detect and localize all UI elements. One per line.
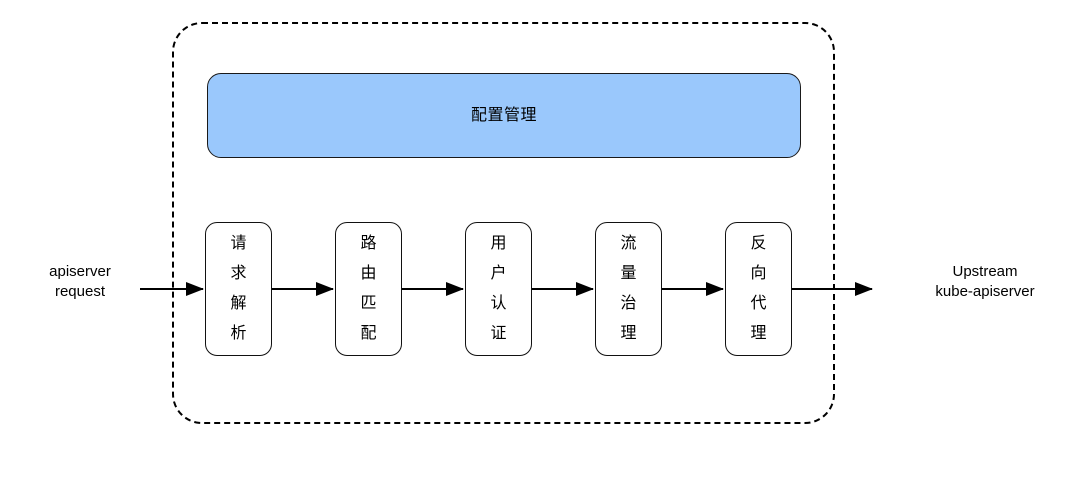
stage-box-traffic-governance: 流量治理 xyxy=(595,222,662,356)
output-label-line2: kube-apiserver xyxy=(935,283,1035,300)
stage-label-route-match: 路由匹配 xyxy=(360,235,377,342)
stage-box-reverse-proxy: 反向代理 xyxy=(725,222,792,356)
stage-box-request-parse: 请求解析 xyxy=(205,222,272,356)
stage-label-user-auth: 用户认证 xyxy=(490,235,507,342)
input-label-line1: apiserver xyxy=(49,263,111,280)
gateway-boundary xyxy=(172,22,835,424)
stage-box-route-match: 路由匹配 xyxy=(335,222,402,356)
config-management-box: 配置管理 xyxy=(207,73,801,158)
input-label: apiserver request xyxy=(0,262,165,302)
output-label-line1: Upstream xyxy=(952,263,1018,280)
stage-label-traffic-governance: 流量治理 xyxy=(620,235,637,342)
config-management-label: 配置管理 xyxy=(470,106,537,124)
stage-label-request-parse: 请求解析 xyxy=(230,235,247,342)
stage-label-reverse-proxy: 反向代理 xyxy=(750,235,767,342)
output-label: Upstream kube-apiserver xyxy=(900,262,1070,302)
stage-box-user-auth: 用户认证 xyxy=(465,222,532,356)
input-label-line2: request xyxy=(54,283,106,300)
